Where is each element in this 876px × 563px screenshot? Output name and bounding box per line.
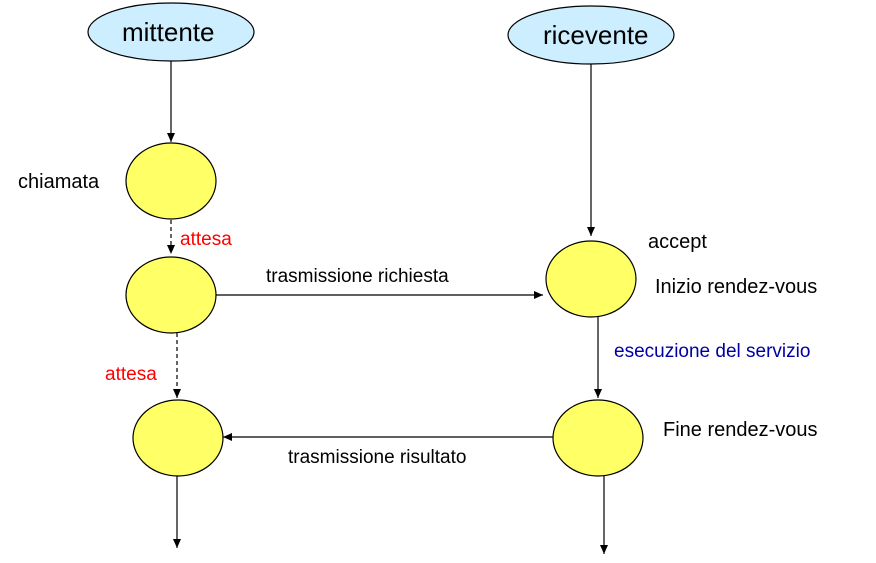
result-received-node xyxy=(132,399,224,477)
rendezvous-start-label: Inizio rendez-vous xyxy=(655,276,818,298)
wait-label-2: attesa xyxy=(105,364,157,385)
wait-node xyxy=(125,256,217,334)
service-label: esecuzione del servizio xyxy=(614,341,811,362)
wait-label-1: attesa xyxy=(180,229,232,250)
receiver-actor-label: ricevente xyxy=(543,20,649,50)
rendezvous-end-label: Fine rendez-vous xyxy=(663,419,818,441)
call-label: chiamata xyxy=(18,171,100,193)
call-node xyxy=(125,142,217,220)
rendezvous-start-node xyxy=(545,240,637,318)
request-message-label: trasmissione richiesta xyxy=(266,266,449,287)
sender-actor-label: mittente xyxy=(122,17,215,47)
accept-label: accept xyxy=(648,231,707,253)
rendezvous-end-node xyxy=(552,399,644,477)
result-message-label: trasmissione risultato xyxy=(288,447,467,468)
